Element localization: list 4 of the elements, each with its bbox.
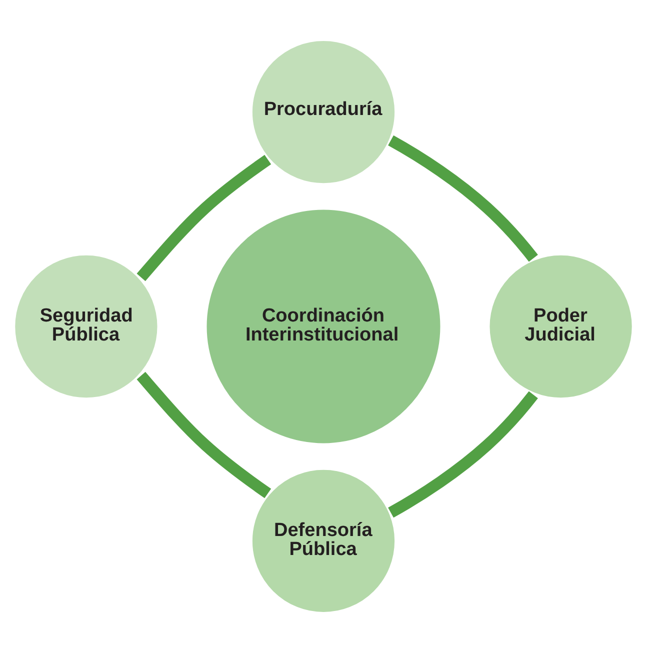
connector (388, 390, 538, 518)
connector (136, 371, 272, 498)
connector (136, 154, 272, 281)
connector (388, 134, 538, 262)
